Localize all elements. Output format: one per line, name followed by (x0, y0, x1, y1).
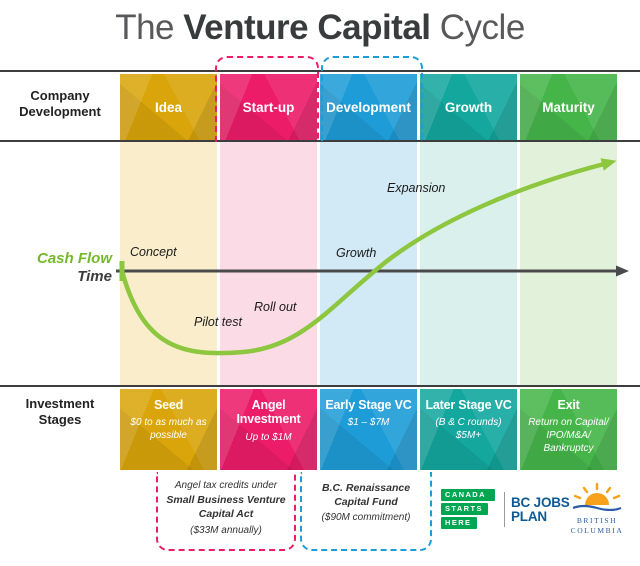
stage-exit-subtitle: Return on Capital/ IPO/M&A/ Bankruptcy (528, 417, 609, 455)
curve-label-growth: Growth (336, 246, 377, 260)
growth-column-band (420, 142, 517, 385)
column-header-idea: Idea (120, 74, 217, 140)
curve-label-concept: Concept (130, 245, 177, 259)
time-label: Time (77, 268, 112, 286)
canada-logo-line1: CANADA (445, 490, 486, 499)
development-bracket-top (321, 56, 423, 142)
idea-column-band (120, 142, 217, 385)
curve-label-pilot-test: Pilot test (194, 315, 242, 329)
divider-above-stages (0, 385, 640, 387)
divider-under-headers (0, 140, 640, 142)
stage-angel-subtitle: Up to $1M (245, 431, 292, 443)
canada-logo-line3: HERE (445, 518, 472, 527)
investment-label-line2: Stages (38, 412, 82, 428)
bc-text-line1: BRITISH (576, 516, 618, 525)
stage-later-vc-subtitle: (B & C rounds) $5M+ (435, 417, 502, 442)
stage-early-vc-title: Early Stage VC (325, 398, 412, 412)
divider-top (0, 70, 640, 72)
stage-angel-investment: Angel Investment Up to $1M (220, 389, 317, 470)
bcjobs-line1: BC JOBS (511, 495, 570, 510)
investment-label-line1: Investment (25, 396, 95, 411)
stage-later-vc-title: Later Stage VC (425, 398, 512, 412)
renaissance-note-bold: B.C. Renaissance Capital Fund (321, 482, 411, 509)
column-header-startup-label: Start-up (242, 99, 295, 115)
angel-note-post: ($33M annually) (190, 524, 262, 536)
bc-sun-icon (572, 482, 622, 512)
company-label-line2: Development (19, 104, 101, 120)
column-header-development: Development (320, 74, 417, 140)
stage-exit-title: Exit (557, 398, 580, 412)
bc-jobs-plan-logo: BC JOBS PLAN (511, 495, 570, 525)
canada-logo-block2: STARTS (441, 503, 488, 515)
title-post: Cycle (439, 8, 526, 47)
bcjobs-line2: PLAN (511, 509, 547, 525)
company-label-line1: Company (30, 88, 90, 103)
renaissance-note-post: ($90M commitment) (321, 512, 411, 524)
title-bold: Venture Capital (183, 8, 431, 47)
investment-stages-label: Investment Stages (8, 396, 112, 429)
cashflow-time-label: Cash Flow Time (8, 250, 112, 287)
stage-later-stage-vc: Later Stage VC (B & C rounds) $5M+ (420, 389, 517, 470)
british-columbia-logo: BRITISH COLUMBIA (565, 481, 629, 536)
column-header-development-label: Development (326, 99, 411, 115)
page-title: The Venture Capital Cycle (0, 8, 640, 48)
curve-label-expansion: Expansion (387, 181, 446, 195)
angel-note-pre: Angel tax credits under (174, 480, 278, 491)
column-header-idea-label: Idea (154, 99, 182, 115)
bc-text-line2: COLUMBIA (570, 525, 624, 535)
stage-early-vc-subtitle: $1 – $7M (347, 417, 390, 429)
canada-logo-line2: STARTS (445, 504, 483, 513)
startup-bracket-top (215, 56, 319, 142)
stage-seed-title: Seed (153, 398, 184, 412)
stage-seed: Seed $0 to as much as possible (120, 389, 217, 470)
stage-exit: Exit Return on Capital/ IPO/M&A/ Bankrup… (520, 389, 617, 470)
curve-label-roll-out: Roll out (254, 300, 297, 314)
renaissance-fund-note: B.C. Renaissance Capital Fund ($90M comm… (300, 472, 432, 551)
cash-flow-label: Cash Flow (36, 250, 112, 267)
canada-logo-block3: HERE (441, 517, 477, 529)
angel-note-bold: Small Business Venture Capital Act (166, 493, 286, 521)
development-column-band (320, 142, 417, 385)
stage-angel-title: Angel Investment (236, 398, 301, 427)
column-header-maturity: Maturity (520, 74, 617, 140)
column-header-growth: Growth (420, 74, 517, 140)
column-header-startup: Start-up (220, 74, 317, 140)
column-header-maturity-label: Maturity (542, 99, 595, 115)
startup-column-band (220, 142, 317, 385)
maturity-column-band (520, 142, 617, 385)
angel-tax-credit-note: Angel tax credits under Small Business V… (156, 472, 296, 551)
stage-early-stage-vc: Early Stage VC $1 – $7M (320, 389, 417, 470)
canada-logo-block1: CANADA (441, 489, 495, 501)
title-pre: The (115, 8, 174, 47)
company-development-label: Company Development (8, 88, 112, 121)
column-header-growth-label: Growth (444, 99, 493, 115)
bc-logo-text: BRITISH COLUMBIA (565, 516, 629, 536)
logo-divider (504, 492, 505, 527)
stage-seed-subtitle: $0 to as much as possible (130, 417, 207, 442)
canada-starts-here-logo: CANADA STARTS HERE (441, 489, 495, 529)
